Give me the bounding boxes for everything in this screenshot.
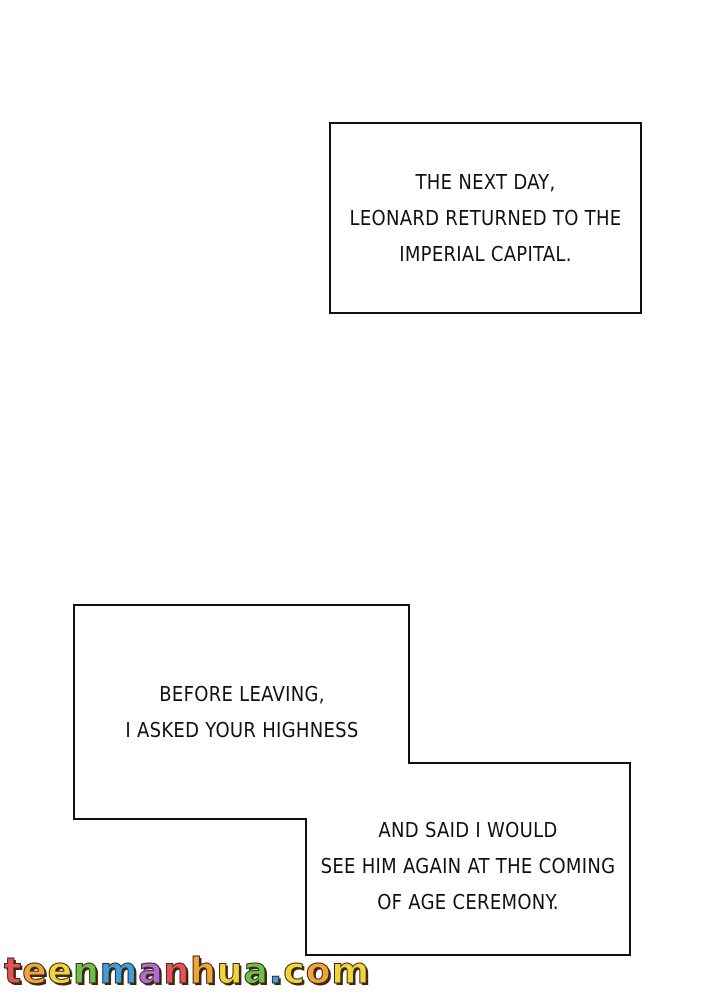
- watermark-letter: m: [99, 951, 139, 993]
- caption-1-line-2: LEONARD RETURNED TO THE: [349, 206, 622, 230]
- watermark-letter: o: [305, 951, 332, 993]
- watermark-letter: u: [216, 951, 244, 993]
- caption-2-line-2: I ASKED YOUR HIGHNESS: [125, 718, 359, 742]
- watermark-letter: m: [331, 951, 371, 993]
- watermark-letter: c: [283, 951, 306, 993]
- watermark-letter: e: [22, 951, 48, 993]
- caption-text-1: THE NEXT DAY, LEONARD RETURNED TO THE IM…: [329, 164, 642, 272]
- caption-text-3: AND SAID I WOULD SEE HIM AGAIN AT THE CO…: [305, 812, 631, 920]
- watermark-letter: a: [138, 951, 164, 993]
- caption-3-line-3: OF AGE CEREMONY.: [377, 890, 559, 914]
- watermark-logo: teenmanhua.com: [3, 950, 371, 994]
- watermark-letter: .: [268, 951, 284, 993]
- watermark-letter: e: [47, 951, 74, 993]
- caption-box-1: [329, 122, 642, 314]
- stepped-box-outline: [73, 604, 631, 956]
- caption-1-line-1: THE NEXT DAY,: [415, 170, 556, 194]
- caption-2-line-1: BEFORE LEAVING,: [159, 682, 325, 706]
- caption-3-line-2: SEE HIM AGAIN AT THE COMING: [320, 854, 616, 878]
- watermark-letter: a: [243, 951, 269, 993]
- watermark-letter: n: [73, 951, 100, 993]
- watermark-letter: t: [3, 951, 23, 993]
- caption-3-line-1: AND SAID I WOULD: [378, 818, 558, 842]
- caption-1-line-3: IMPERIAL CAPITAL.: [399, 242, 572, 266]
- watermark-letter: n: [163, 951, 191, 993]
- caption-text-2: BEFORE LEAVING, I ASKED YOUR HIGHNESS: [74, 676, 410, 748]
- watermark-letter: h: [190, 951, 217, 993]
